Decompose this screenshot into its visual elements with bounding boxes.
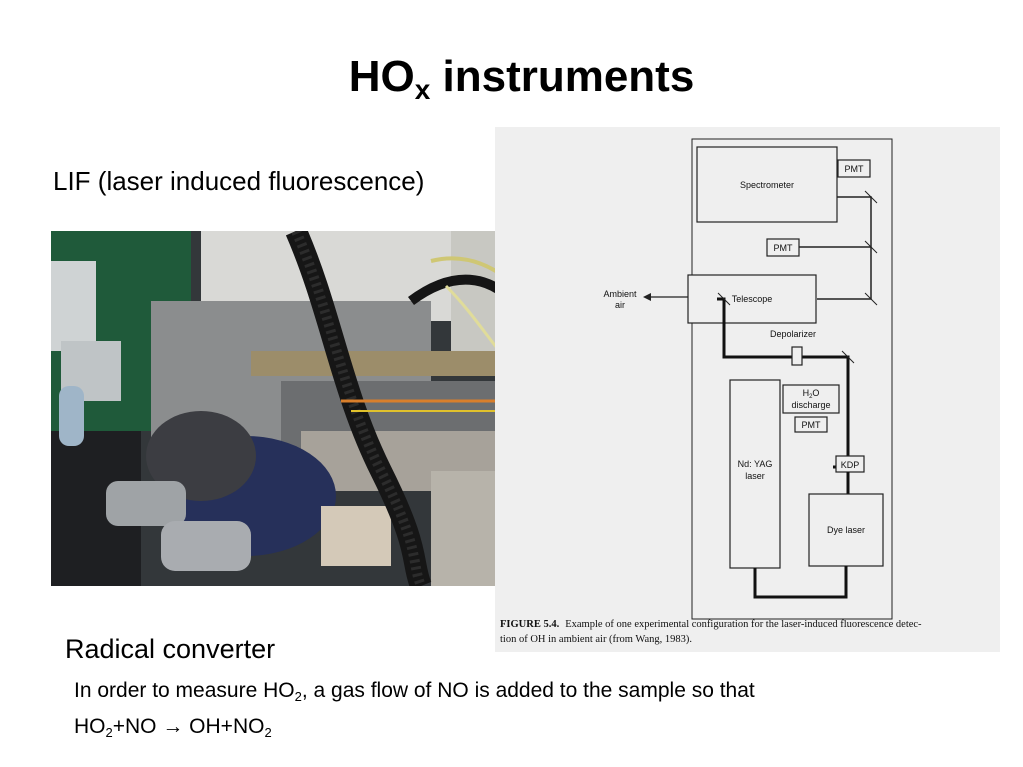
figure-caption-line1: FIGURE 5.4.Example of one experimental c… <box>500 619 922 630</box>
slide-title: HOx instruments <box>348 52 695 105</box>
svg-text:Nd: YAG: Nd: YAG <box>738 459 773 469</box>
ambient-label: Ambient <box>603 289 637 299</box>
svg-text:air: air <box>615 300 625 310</box>
lif-schematic-figure: Spectrometer PMT PMT Telescope Ambient a… <box>495 127 1000 652</box>
telescope-box: Telescope <box>687 274 817 324</box>
desc-line-1: In order to measure HO2, a gas flow of N… <box>74 679 755 704</box>
svg-text:PMT: PMT <box>802 420 822 430</box>
pmt-top-box: PMT <box>837 159 871 178</box>
svg-text:discharge: discharge <box>791 400 830 410</box>
converter-description: In order to measure HO2, a gas flow of N… <box>74 676 974 748</box>
ndyag-laser-box: Nd: YAG laser <box>729 379 781 569</box>
svg-text:PMT: PMT <box>774 243 794 253</box>
kdp-box: KDP <box>835 455 865 473</box>
lif-heading: LIF (laser induced fluorescence) <box>53 166 425 196</box>
pmt-low-box: PMT <box>794 416 828 433</box>
svg-text:PMT: PMT <box>845 164 865 174</box>
dye-laser-box: Dye laser <box>808 493 884 567</box>
svg-text:laser: laser <box>745 471 765 481</box>
pmt-mid-box: PMT <box>766 238 800 257</box>
svg-text:H2O: H2O <box>803 388 820 400</box>
svg-text:KDP: KDP <box>841 460 860 470</box>
svg-text:Telescope: Telescope <box>732 294 773 304</box>
reaction-arrow-icon: → <box>162 715 184 738</box>
spectrometer-box: Spectrometer <box>696 146 838 223</box>
svg-text:Dye laser: Dye laser <box>827 525 865 535</box>
depolarizer-box <box>791 346 803 366</box>
depolarizer-label: Depolarizer <box>770 329 816 339</box>
instrument-photo <box>51 231 524 586</box>
h2o-discharge-box: H2O discharge <box>782 384 840 414</box>
desc-line-2: HO2+NO → OH+NO2 <box>74 715 272 740</box>
radical-converter-heading: Radical converter <box>65 634 276 664</box>
figure-caption-line2: tion of OH in ambient air (from Wang, 19… <box>500 634 692 645</box>
spectrometer-label: Spectrometer <box>740 180 794 190</box>
